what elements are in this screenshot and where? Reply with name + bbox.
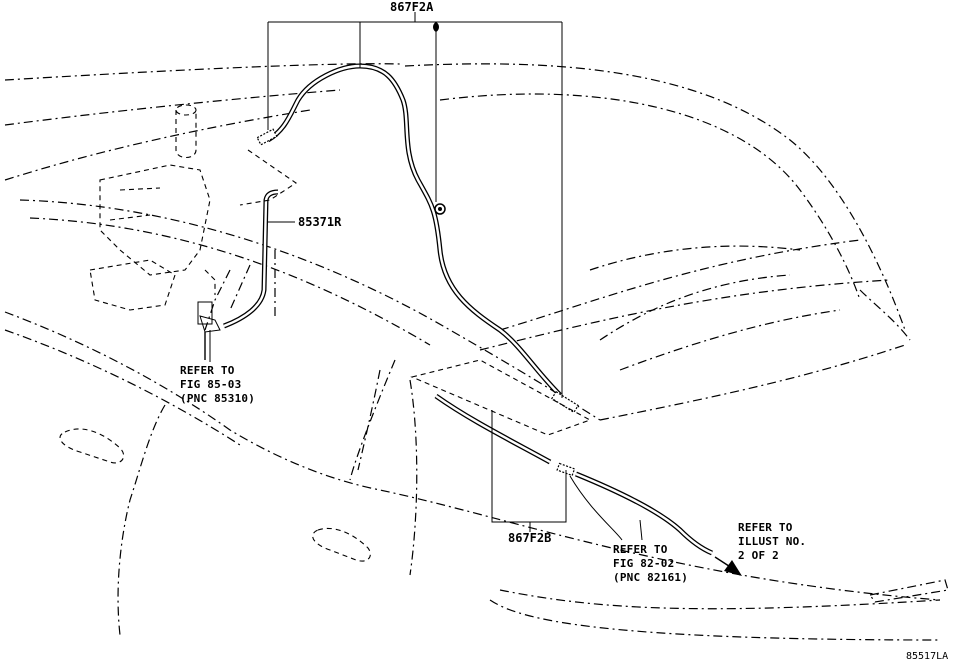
joint-connector-front — [256, 128, 278, 146]
label-85371r: 85371R — [298, 215, 342, 229]
leader-rear-hose-ref — [569, 475, 643, 541]
leader-867f2b — [491, 410, 567, 532]
rear-door-handle — [312, 527, 371, 562]
guide-box-front — [239, 149, 297, 206]
hose-clamp — [434, 203, 446, 215]
svg-text:2 OF 2: 2 OF 2 — [738, 549, 779, 562]
rear-washer-hose — [575, 471, 714, 556]
label-867f2a: 867F2A — [390, 0, 434, 14]
svg-text:FIG 85-03: FIG 85-03 — [180, 378, 241, 391]
hose-867f2b — [434, 393, 552, 465]
joint-connector-lower — [556, 462, 576, 477]
hose-85371r — [223, 189, 279, 329]
ref-washer-tank: REFER TO FIG 85-03 (PNC 85310) — [180, 364, 255, 405]
front-door-handle — [59, 428, 125, 464]
ref-next-illustration: REFER TO ILLUST NO. 2 OF 2 — [738, 521, 806, 562]
svg-text:REFER TO: REFER TO — [738, 521, 793, 534]
hose-867f2a — [266, 63, 562, 397]
washer-tank — [89, 104, 216, 311]
leader-867f2a — [267, 12, 563, 398]
vehicle-body-outline — [4, 63, 949, 641]
joint-connector-rear — [551, 390, 579, 414]
svg-text:REFER TO: REFER TO — [180, 364, 235, 377]
arrow-to-illust-2 — [714, 556, 742, 576]
svg-text:(PNC 85310): (PNC 85310) — [180, 392, 255, 405]
svg-text:(PNC 82161): (PNC 82161) — [613, 571, 688, 584]
svg-text:ILLUST NO.: ILLUST NO. — [738, 535, 806, 548]
ref-rear-hose: REFER TO FIG 82-02 (PNC 82161) — [613, 543, 688, 584]
label-867f2b: 867F2B — [508, 531, 551, 545]
guide-box-rear — [410, 359, 592, 436]
svg-text:REFER TO: REFER TO — [613, 543, 668, 556]
svg-text:FIG 82-02: FIG 82-02 — [613, 557, 674, 570]
illustration-code: 85517LA — [906, 651, 948, 662]
washer-pump — [197, 301, 221, 360]
